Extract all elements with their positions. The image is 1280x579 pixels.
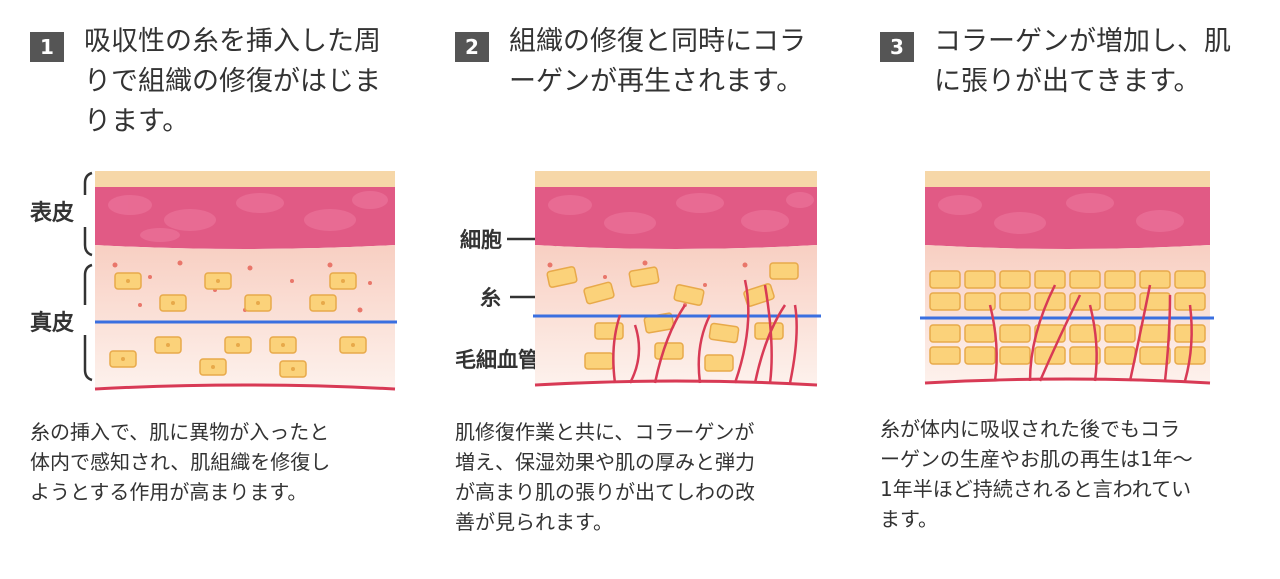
epidermis-bracket <box>83 171 93 257</box>
step-3: 3 コラーゲンが増加し、肌 に張りが出てきます。 <box>880 0 1250 579</box>
step-1: 1 吸収性の糸を挿入した周 りで組織の修復がはじま ります。 表皮 真皮 <box>30 0 400 579</box>
thread-label: 糸 <box>480 286 501 310</box>
capillary-line <box>924 377 1211 385</box>
epidermis-label: 表皮 <box>30 200 74 226</box>
step-1-number: 1 <box>30 32 64 62</box>
step-3-number: 3 <box>880 32 914 62</box>
epidermis-layer <box>925 187 1210 249</box>
skin-top-layer <box>95 171 395 187</box>
step-2-title: 組織の修復と同時にコラ ーゲンが再生されます。 <box>509 26 806 97</box>
capillary-label: 毛細血管 <box>455 348 539 372</box>
step-2-number: 2 <box>455 32 489 62</box>
skin-top-layer <box>535 171 817 187</box>
step-1-description: 糸の挿入で、肌に異物が入ったと 体内で感知され、肌組織を修復し ようとする作用が… <box>30 420 331 504</box>
dermis-label: 真皮 <box>30 310 74 336</box>
capillary-line <box>534 379 818 387</box>
capillaries <box>612 279 798 384</box>
dermis-layer <box>535 245 817 383</box>
capillary-line <box>94 383 396 391</box>
skin-top-layer <box>925 171 1210 187</box>
cell-label: 細胞 <box>460 228 502 252</box>
step-3-title: コラーゲンが増加し、肌 に張りが出てきます。 <box>934 26 1231 97</box>
cells <box>929 270 1206 365</box>
step-3-description: 糸が体内に吸収された後でもコラ ーゲンの生産やお肌の再生は1年〜 1年半ほど持続… <box>880 417 1193 531</box>
capillaries <box>988 284 1193 382</box>
step-1-title: 吸収性の糸を挿入した周 りで組織の修復がはじま ります。 <box>84 26 381 137</box>
step-2-description: 肌修復作業と共に、コラーゲンが 増え、保湿効果や肌の厚みと弾力 が高まり肌の張り… <box>455 420 755 534</box>
step-3-skin-diagram <box>920 171 1214 385</box>
step-2: 2 組織の修復と同時にコラ ーゲンが再生されます。 細胞 糸 毛細血管 <box>455 0 835 579</box>
step-1-skin-diagram: 表皮 真皮 <box>30 171 397 391</box>
step-2-skin-diagram: 細胞 糸 毛細血管 <box>455 171 821 387</box>
dermis-layer <box>95 245 395 387</box>
epidermis-layer <box>535 187 817 249</box>
dermis-bracket <box>83 263 93 382</box>
